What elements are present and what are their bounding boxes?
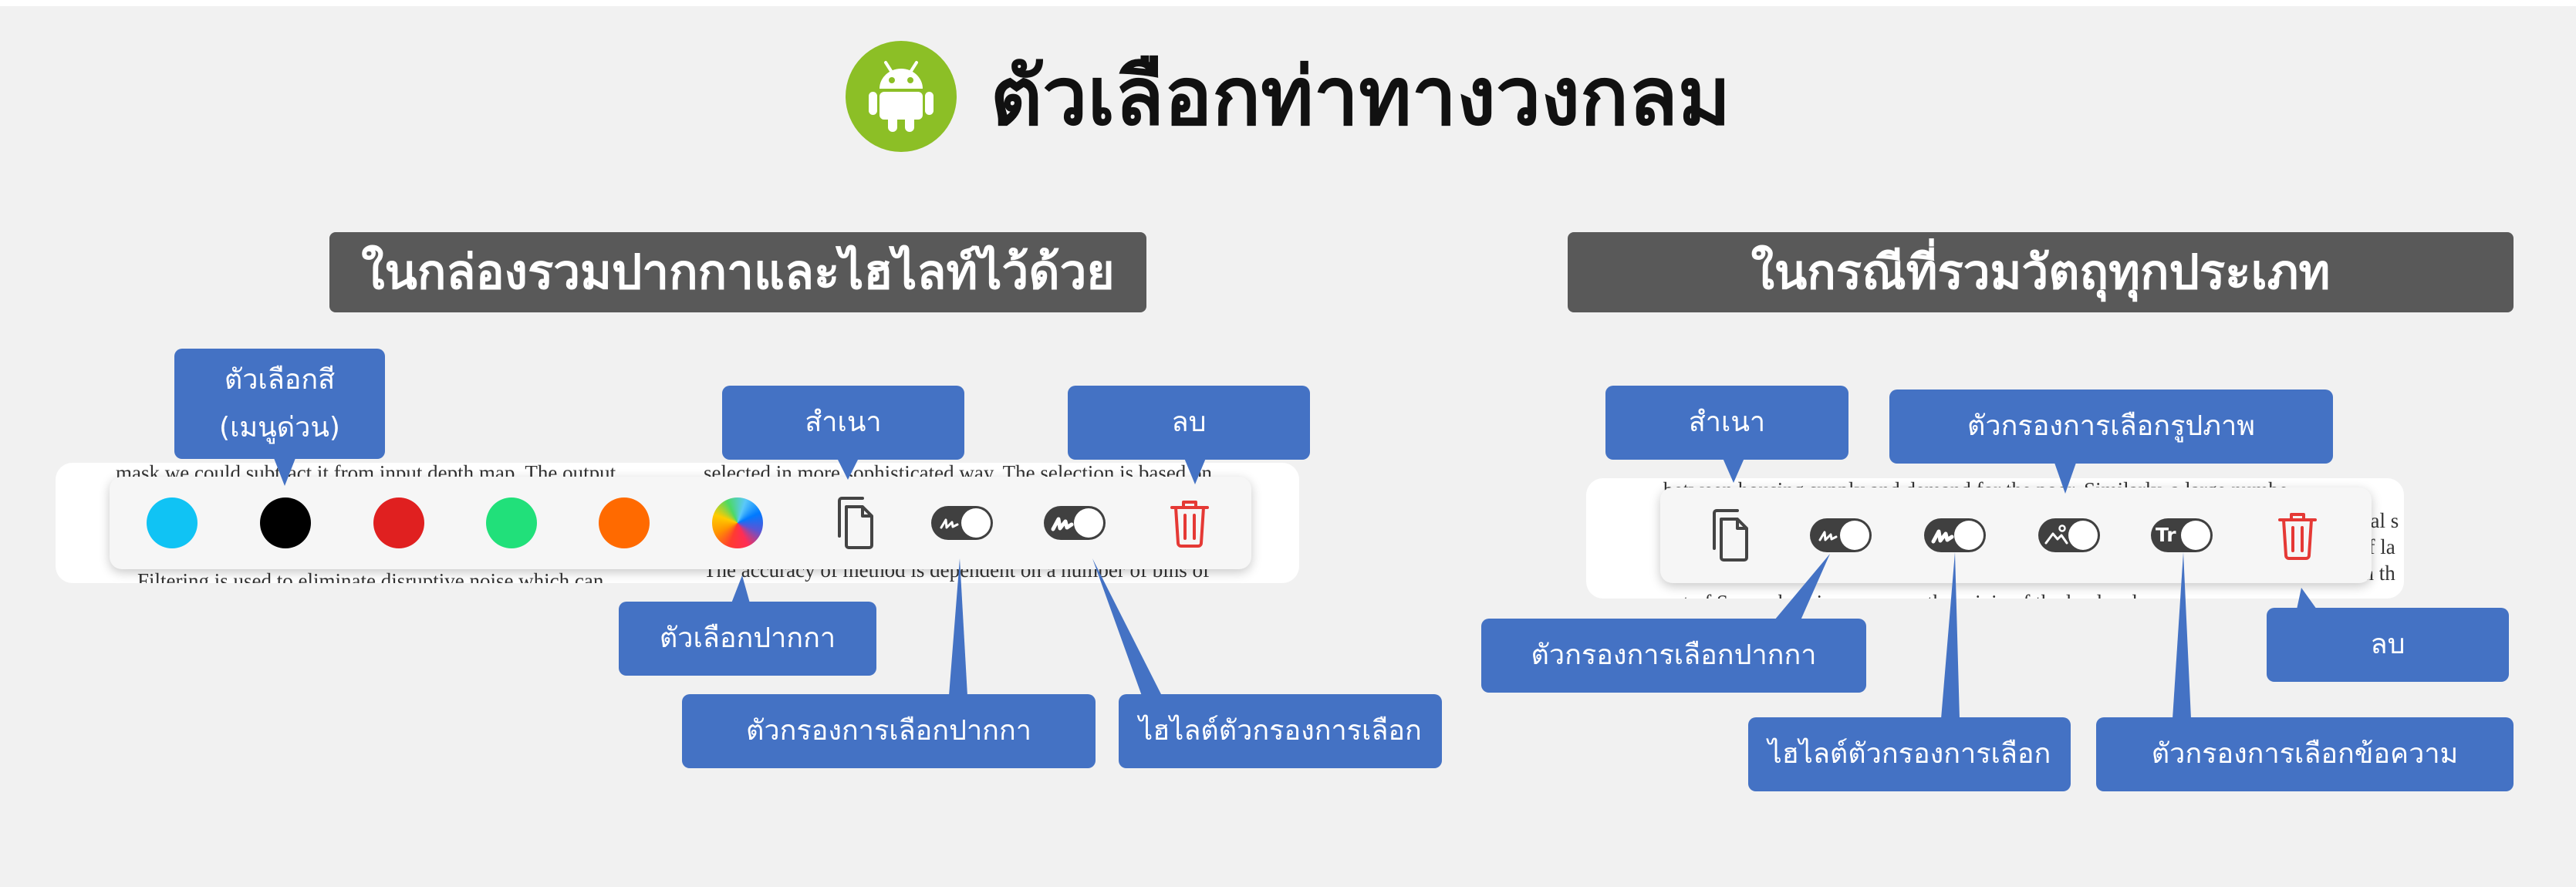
callout-r-copy: สำเนา [1605, 386, 1848, 460]
toggle-knob [961, 508, 991, 538]
callout-pen-filter: ตัวกรองการเลือกปากกา [682, 694, 1096, 768]
toggle-knob [1074, 508, 1103, 538]
toggle-switch [1810, 518, 1872, 552]
pen-stroke-icon [1818, 531, 1838, 541]
toggle-switch [1044, 506, 1106, 540]
toolbar-right: Tr [1660, 487, 2372, 583]
callout-r-pen-filter: ตัวกรองการเลือกปากกา [1481, 619, 1866, 693]
callout-highlight-filter: ไฮไลต์ตัวกรองการเลือก [1119, 694, 1442, 768]
swatch-dot [260, 497, 311, 548]
swatch-dot [147, 497, 198, 548]
page-title: ตัวเลือกท่าทางวงกลม [990, 49, 1731, 143]
text-tr-icon: Tr [2156, 524, 2176, 546]
image-mountain-icon [2044, 524, 2068, 545]
pen-filter-toggle[interactable] [931, 506, 993, 540]
page-title-row: ตัวเลือกท่าทางวงกลม [0, 39, 2576, 154]
pen-stroke-icon [940, 518, 959, 529]
trash-icon [2278, 513, 2317, 560]
section-header-right: ในกรณีที่รวมวัตถุทุกประเภท [1568, 232, 2514, 312]
callout-r-text-filter: ตัวกรองการเลือกข้อความ [2096, 717, 2514, 791]
callout-r-highlight-filter: ไฮไลต์ตัวกรองการเลือก [1748, 717, 2071, 791]
color-swatch-green[interactable] [486, 497, 537, 548]
android-icon [845, 41, 957, 152]
toggle-switch: Tr [2151, 518, 2213, 552]
doc-text-line: ent of Sarawak (this may mean the origin… [1663, 591, 2137, 599]
copy-button[interactable] [824, 492, 886, 554]
toggle-switch [1924, 518, 1986, 552]
highlight-filter-toggle[interactable] [1924, 518, 1986, 552]
color-swatch-black[interactable] [260, 497, 311, 548]
section-header-left: ในกล่องรวมปากกาและไฮไลท์ไว้ด้วย [329, 232, 1146, 312]
pen-options-button[interactable] [712, 497, 763, 548]
highlighter-stroke-icon [1931, 529, 1954, 544]
toggle-switch [2038, 518, 2100, 552]
delete-button[interactable] [2268, 506, 2327, 565]
copy-icon [1713, 509, 1748, 562]
swatch-dot [599, 497, 650, 548]
copy-button[interactable] [1699, 504, 1761, 566]
callout-pen-options: ตัวเลือกปากกา [619, 602, 876, 676]
toggle-knob [2068, 521, 2098, 550]
callout-copy: สำเนา [722, 386, 964, 460]
doc-text-line: Filtering is used to eliminate disruptiv… [137, 569, 604, 583]
color-swatch-cyan[interactable] [147, 497, 198, 548]
toggle-knob [1840, 521, 1869, 550]
callout-color-options: ตัวเลือกสี (เมนูด่วน) [174, 349, 385, 459]
text-filter-toggle[interactable]: Tr [2151, 518, 2213, 552]
delete-button[interactable] [1160, 494, 1219, 552]
pen-filter-toggle[interactable] [1810, 518, 1872, 552]
toggle-knob [1954, 521, 1983, 550]
swatch-dot [373, 497, 424, 548]
callout-color-options-line1: ตัวเลือกสี [224, 363, 336, 396]
callout-color-options-line2: (เมนูด่วน) [219, 411, 340, 444]
copy-icon [838, 497, 873, 549]
image-filter-toggle[interactable] [2038, 518, 2100, 552]
trash-icon [1170, 501, 1209, 548]
toggle-switch [931, 506, 993, 540]
highlighter-stroke-icon [1051, 517, 1074, 531]
top-border-strip [0, 0, 2576, 6]
callout-r-image-filter: ตัวกรองการเลือกรูปภาพ [1889, 390, 2333, 464]
color-swatch-red[interactable] [373, 497, 424, 548]
callout-r-delete: ลบ [2267, 608, 2509, 682]
swatch-dot [486, 497, 537, 548]
callout-delete: ลบ [1068, 386, 1310, 460]
highlight-filter-toggle[interactable] [1044, 506, 1106, 540]
toolbar-left [110, 477, 1251, 569]
color-swatch-orange[interactable] [599, 497, 650, 548]
rainbow-swatch-icon [712, 497, 763, 548]
toggle-knob [2181, 521, 2210, 550]
